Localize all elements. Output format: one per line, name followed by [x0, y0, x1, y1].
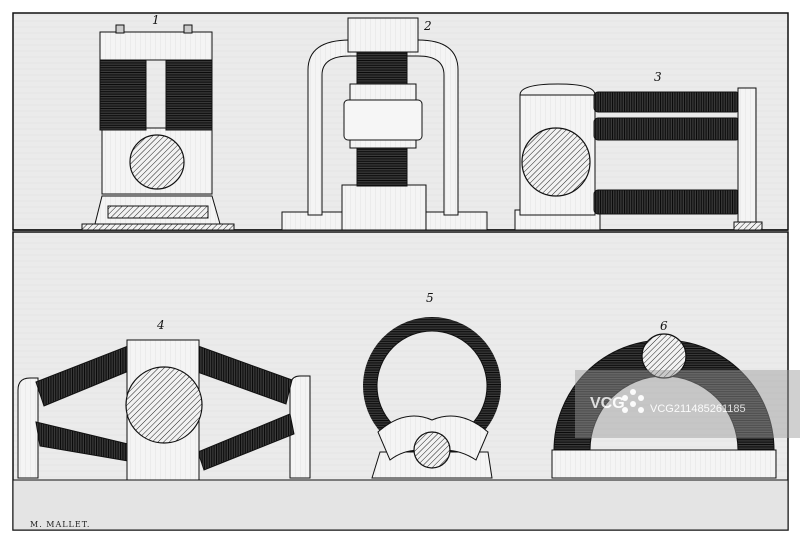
figure-6-arch-electromagnet — [551, 333, 777, 479]
stock-watermark: VCG VCG211485261185 — [575, 370, 800, 438]
figure-1-number: 1 — [152, 13, 160, 27]
figure-3-number: 3 — [654, 70, 662, 84]
watermark-id: VCG211485261185 — [650, 403, 746, 415]
figure-2-number: 2 — [423, 19, 432, 33]
engraver-signature: M. MALLET. — [30, 520, 90, 529]
watermark-logo-icon — [622, 389, 644, 413]
figure-4-number: 4 — [156, 318, 165, 332]
figure-5-ring-electromagnet — [363, 317, 501, 479]
figure-6-number: 6 — [660, 319, 668, 333]
figure-1-electromagnet — [81, 24, 235, 231]
lower-ground-strip — [12, 479, 789, 531]
figure-4-electromagnet — [17, 339, 311, 481]
watermark-brand: VCG — [590, 395, 625, 412]
figure-3-electromagnet — [514, 83, 763, 231]
figure-5-number: 5 — [426, 291, 434, 305]
figure-2-electromagnet — [281, 17, 488, 231]
